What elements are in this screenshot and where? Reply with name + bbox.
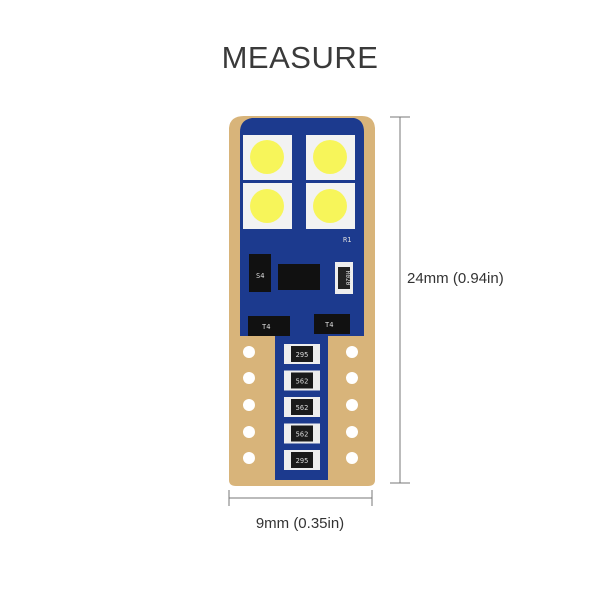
solder-hole [346,346,358,358]
solder-hole [346,452,358,464]
transistor [278,264,320,290]
solder-hole [243,346,255,358]
resistor-small-mark: R020 [344,271,351,286]
solder-hole [243,452,255,464]
solder-hole [243,399,255,411]
transistor-right-mark: T4 [325,321,333,329]
resistor-code: 562 [296,378,309,386]
height-dimension-line [390,116,410,484]
resistor-code: 295 [296,351,309,359]
width-label: 9mm (0.35in) [255,515,345,532]
transistor-left [248,316,290,336]
resistor-body [291,372,313,389]
led-emitter [250,189,284,223]
diode [249,254,271,292]
solder-hole [243,426,255,438]
resistor-code: 562 [296,404,309,412]
solder-hole [243,372,255,384]
width-dimension-line [228,490,373,506]
resistor-body [291,346,313,362]
led-emitter [313,140,347,174]
height-label: 24mm (0.94in) [407,270,504,287]
led-emitter [313,189,347,223]
resistor-body [291,452,313,468]
page-title: MEASURE [221,40,379,75]
transistor-left-mark: T4 [262,323,270,331]
resistor-code: 295 [296,457,309,465]
transistor-right [314,314,350,334]
solder-hole [346,372,358,384]
diode-mark: S4 [256,272,264,280]
solder-hole [346,426,358,438]
resistor-stack: 295 562 562 562 295 [284,344,320,470]
resistor-body [291,425,313,442]
solder-hole [346,399,358,411]
resistor-small-body [338,267,350,289]
resistor-ref: R1 [343,236,351,244]
solder-holes [243,346,358,464]
led-array [243,135,355,229]
led-emitter [250,140,284,174]
resistor-body [291,399,313,415]
resistor-code: 562 [296,431,309,439]
